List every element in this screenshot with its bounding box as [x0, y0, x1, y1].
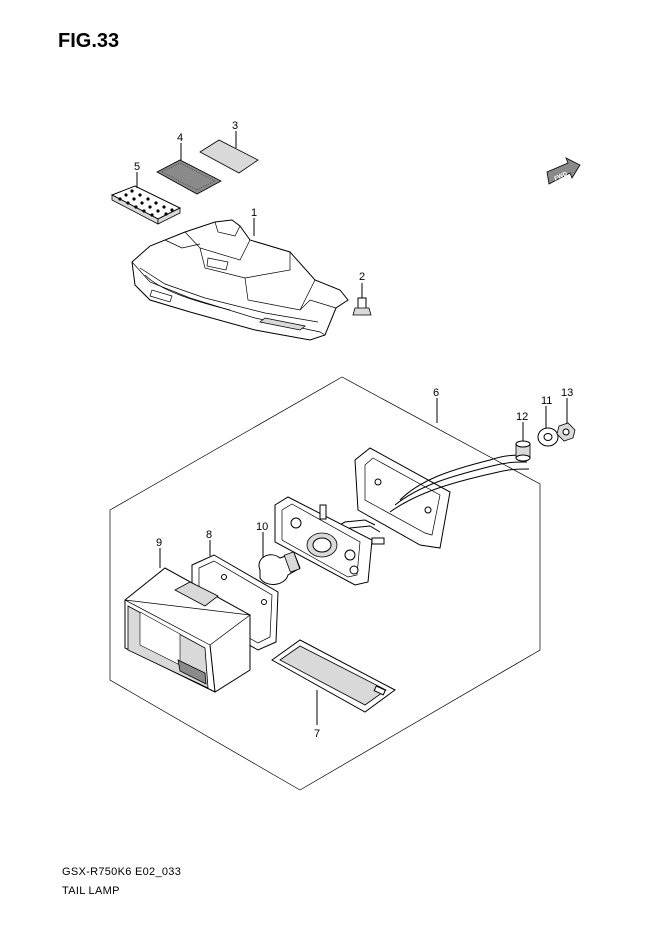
part-2-bolt	[352, 283, 372, 316]
part-5-pad	[110, 172, 182, 225]
part-3-plate	[199, 131, 259, 174]
model-code: GSX-R750K6 E02_033	[62, 866, 182, 878]
part-1-tail-lamp	[131, 218, 349, 341]
part-6-socket-harness	[329, 398, 530, 549]
callout-1: 1	[251, 207, 257, 219]
callout-4: 4	[177, 132, 183, 144]
callout-9: 9	[156, 537, 162, 549]
callout-5: 5	[134, 161, 140, 173]
part-13-nut	[556, 398, 576, 442]
callout-2: 2	[359, 271, 365, 283]
fwd-arrow-icon: FWD	[546, 157, 581, 185]
part-12-spacer	[515, 422, 531, 462]
callout-12: 12	[516, 411, 528, 423]
part-7-license-lens	[271, 639, 396, 725]
callout-13: 13	[561, 387, 573, 399]
callout-11: 11	[541, 395, 552, 407]
section-title: TAIL LAMP	[62, 885, 120, 897]
exploded-view-frame	[109, 376, 541, 791]
part-10-bulb	[258, 532, 301, 585]
callout-8: 8	[206, 529, 212, 541]
figure-title: FIG.33	[58, 30, 120, 52]
part-4-reflector	[156, 143, 222, 195]
callout-7: 7	[314, 728, 320, 740]
fwd-label: FWD	[554, 171, 570, 182]
callout-6: 6	[433, 387, 439, 399]
part-11-washer	[537, 406, 559, 447]
callout-10: 10	[256, 521, 268, 533]
bulb-socket-housing	[274, 496, 385, 586]
callout-3: 3	[232, 120, 238, 132]
part-9-lens	[124, 548, 251, 693]
